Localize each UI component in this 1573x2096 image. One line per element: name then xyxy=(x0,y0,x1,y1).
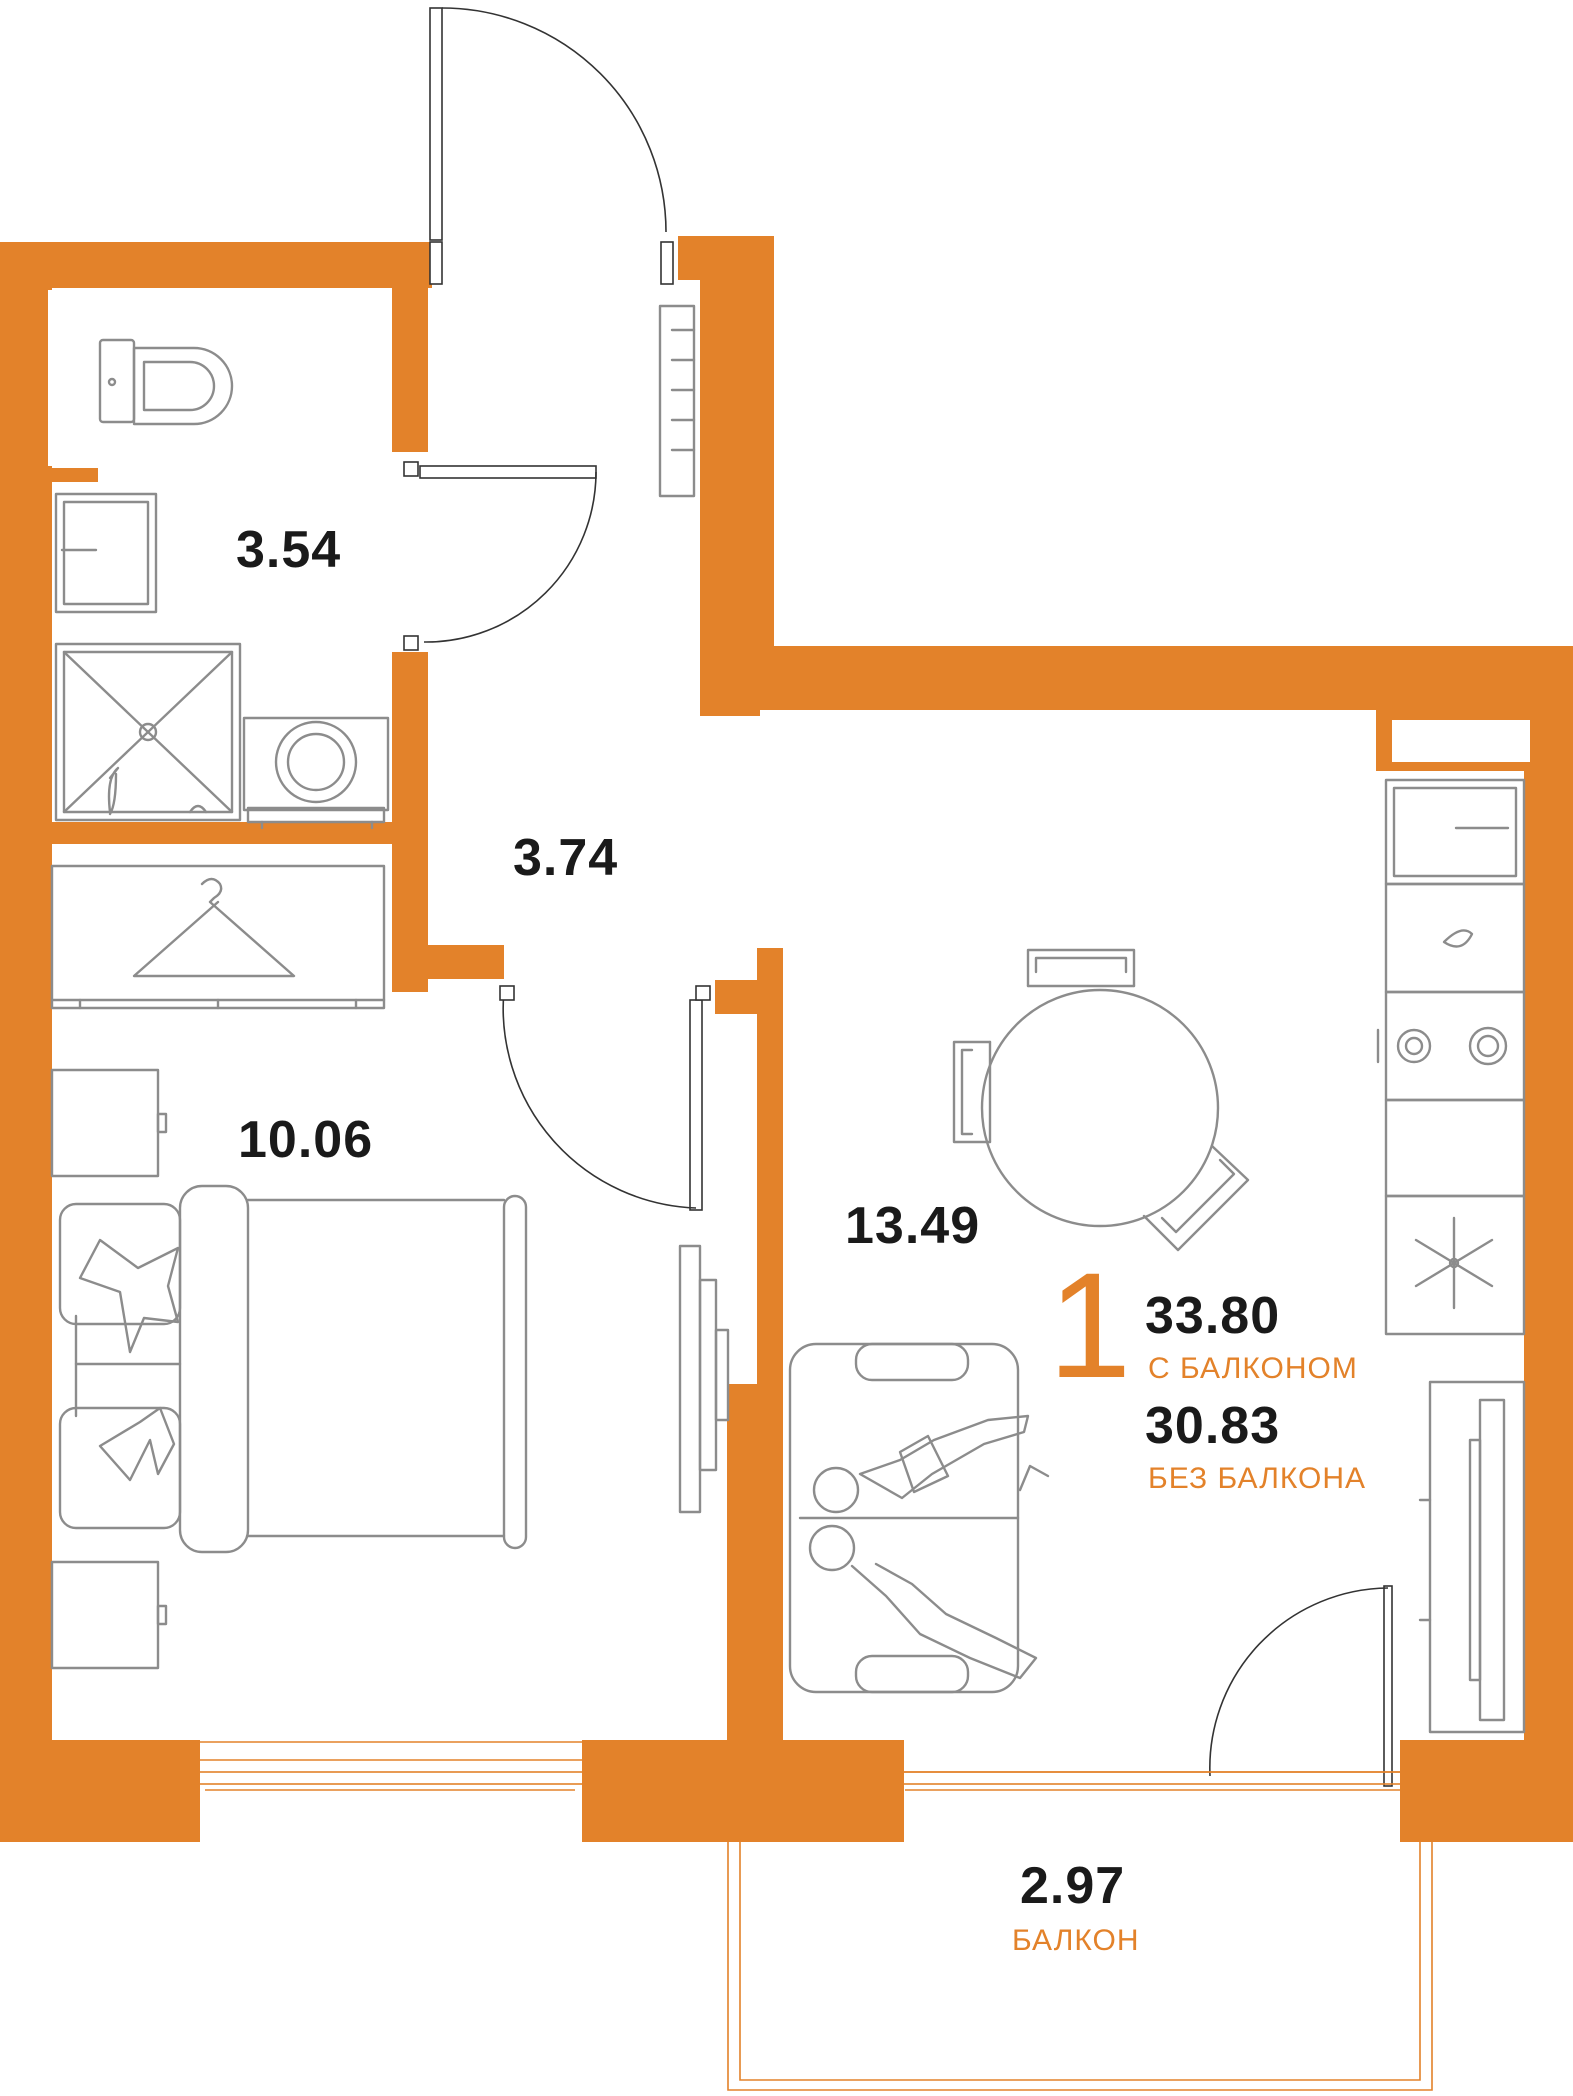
balcony-area: 2.97 xyxy=(1020,1857,1126,1915)
drop-icon xyxy=(1442,929,1474,948)
kitchen-counter xyxy=(1384,882,1526,994)
living-kitchen-area: 13.49 xyxy=(845,1197,981,1255)
shower-icon xyxy=(54,642,242,822)
washing-machine-icon xyxy=(242,716,390,830)
entrance-door-leaf xyxy=(429,7,443,241)
stove-icon xyxy=(1376,990,1526,1102)
nightstand-icon xyxy=(50,1560,168,1670)
sink-icon xyxy=(54,492,158,614)
furniture xyxy=(50,304,1526,1734)
with-balcony-label: С БАЛКОНОМ xyxy=(1148,1352,1358,1385)
chair-icon xyxy=(952,1040,992,1144)
chair-icon xyxy=(1142,1144,1250,1252)
windows xyxy=(194,1741,1433,2091)
bathroom-area: 3.54 xyxy=(236,521,342,579)
balcony-label: БАЛКОН xyxy=(1012,1924,1140,1957)
room-count: 1 xyxy=(1048,1241,1132,1409)
kitchen-sink-icon xyxy=(1384,778,1526,886)
hall-area: 3.74 xyxy=(513,829,619,887)
toilet-icon xyxy=(98,338,234,426)
without-balcony-label: БЕЗ БАЛКОНА xyxy=(1148,1462,1367,1495)
door-swing-icon xyxy=(441,7,667,233)
doors xyxy=(403,7,1393,1787)
walls xyxy=(0,236,1573,1842)
total-without-balcony: 30.83 xyxy=(1145,1397,1281,1455)
people-icon xyxy=(808,1414,1050,1680)
fridge-snowflake-icon xyxy=(1384,1194,1526,1336)
total-with-balcony: 33.80 xyxy=(1145,1287,1281,1345)
nightstand-icon xyxy=(50,1068,168,1178)
tv-icon xyxy=(1418,1380,1526,1734)
chair-icon xyxy=(1026,948,1136,988)
tv-icon xyxy=(678,1244,730,1514)
radiator-icon xyxy=(658,304,696,498)
sofa-icon xyxy=(788,1342,1020,1694)
bedroom-area: 10.06 xyxy=(238,1111,374,1169)
wardrobe-hanger-icon xyxy=(50,864,386,1010)
round-table-icon xyxy=(980,988,1220,1228)
bed-icon xyxy=(58,1184,528,1554)
